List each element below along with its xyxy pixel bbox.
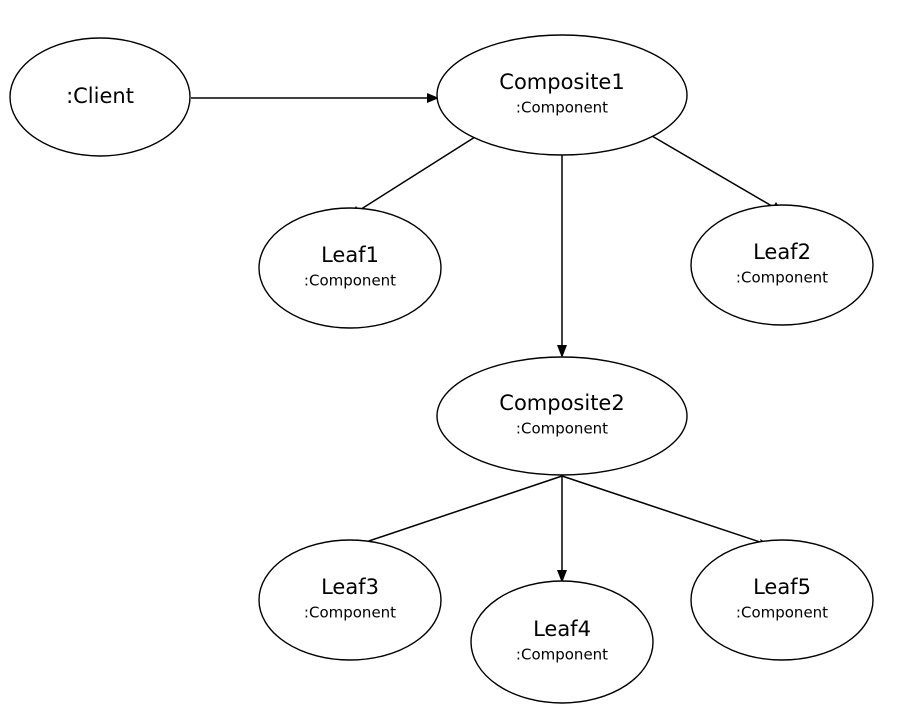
node-shape-ellipse [436, 356, 688, 476]
edge-client-to-composite1[interactable] [191, 93, 439, 103]
node-title: Leaf4 [533, 617, 591, 641]
node-title: :Client [66, 84, 134, 108]
edge-composite1-to-leaf2[interactable] [651, 135, 783, 213]
node-composite1[interactable]: Composite1 :Component [436, 34, 688, 156]
node-shape-ellipse [258, 207, 442, 329]
node-shape-ellipse [436, 34, 688, 156]
edge-line [356, 475, 563, 546]
nodes-layer: :ClientComposite1:ComponentLeaf1:Compone… [9, 34, 874, 704]
node-shape-ellipse [690, 539, 874, 661]
node-shape-ellipse [470, 580, 654, 704]
node-title: Leaf3 [321, 575, 379, 599]
node-title: Leaf1 [321, 243, 379, 267]
arrowhead-icon [427, 93, 439, 103]
node-shape-ellipse [9, 37, 191, 157]
edge-composite1-to-composite2[interactable] [557, 155, 567, 358]
node-subtitle: :Component [736, 604, 828, 622]
edge-line [354, 136, 476, 214]
node-subtitle: :Component [516, 99, 608, 117]
node-client[interactable]: :Client [9, 37, 191, 157]
node-subtitle: :Component [304, 604, 396, 622]
node-title: Leaf2 [753, 240, 811, 264]
node-subtitle: :Component [516, 646, 608, 664]
node-composite2[interactable]: Composite2 :Component [436, 356, 688, 476]
node-leaf1[interactable]: Leaf1 :Component [258, 207, 442, 329]
arrowhead-icon [557, 345, 567, 358]
node-title: Composite2 [499, 391, 624, 415]
node-subtitle: :Component [736, 269, 828, 287]
edge-composite2-to-leaf3[interactable] [350, 475, 563, 550]
node-subtitle: :Component [304, 272, 396, 290]
edge-line [651, 135, 778, 210]
edge-composite2-to-leaf5[interactable] [561, 475, 773, 549]
node-subtitle: :Component [516, 420, 608, 438]
node-shape-ellipse [690, 204, 874, 326]
node-title: Leaf5 [753, 575, 811, 599]
node-leaf2[interactable]: Leaf2 :Component [690, 204, 874, 326]
node-leaf3[interactable]: Leaf3 :Component [258, 539, 442, 661]
node-leaf4[interactable]: Leaf4 :Component [470, 580, 654, 704]
edge-line [561, 475, 767, 545]
node-leaf5[interactable]: Leaf5 :Component [690, 539, 874, 661]
node-shape-ellipse [258, 539, 442, 661]
arrowhead-icon [557, 570, 567, 583]
edge-composite2-to-leaf4[interactable] [557, 476, 567, 583]
node-title: Composite1 [499, 70, 624, 94]
edge-composite1-to-leaf1[interactable] [349, 136, 476, 217]
edges-layer [191, 93, 783, 583]
